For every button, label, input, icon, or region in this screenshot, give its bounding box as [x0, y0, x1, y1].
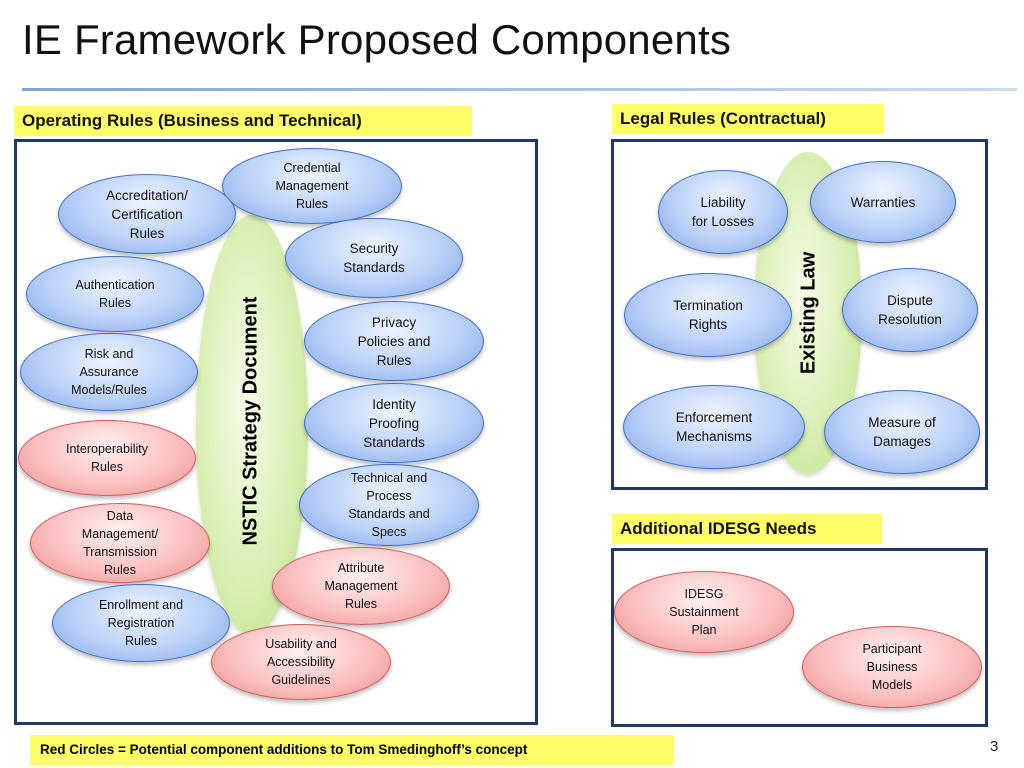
participant-business-models-ellipse: Participant Business Models — [802, 626, 982, 708]
title-underline — [22, 88, 1017, 91]
dispute-resolution-ellipse: Dispute Resolution — [842, 268, 978, 352]
footnote-legend: Red Circles = Potential component additi… — [30, 735, 674, 765]
operating-rules-header: Operating Rules (Business and Technical) — [14, 106, 472, 136]
page-number: 3 — [990, 738, 999, 755]
risk-assurance-ellipse: Risk and Assurance Models/Rules — [20, 333, 198, 411]
technical-process-standards-ellipse: Technical and Process Standards and Spec… — [299, 464, 479, 546]
enrollment-registration-ellipse: Enrollment and Registration Rules — [52, 584, 230, 662]
liability-for-losses-ellipse: Liability for Losses — [658, 170, 788, 254]
existing-law-label: Existing Law — [797, 251, 820, 375]
interoperability-rules-ellipse: Interoperability Rules — [18, 420, 196, 496]
privacy-policies-ellipse: Privacy Policies and Rules — [304, 301, 484, 381]
nstic-strategy-label: NSTIC Strategy Document — [239, 296, 262, 546]
identity-proofing-ellipse: Identity Proofing Standards — [304, 383, 484, 463]
slide-title: IE Framework Proposed Components — [22, 16, 732, 63]
authentication-rules-ellipse: Authentication Rules — [26, 256, 204, 332]
credential-management-ellipse: Credential Management Rules — [222, 148, 402, 224]
legal-rules-header: Legal Rules (Contractual) — [612, 104, 884, 134]
additional-needs-header: Additional IDESG Needs — [612, 514, 882, 544]
termination-rights-ellipse: Termination Rights — [624, 273, 792, 357]
usability-accessibility-ellipse: Usability and Accessibility Guidelines — [211, 624, 391, 700]
data-management-ellipse: Data Management/ Transmission Rules — [30, 503, 210, 583]
idesg-sustainment-plan-ellipse: IDESG Sustainment Plan — [614, 571, 794, 653]
attribute-management-ellipse: Attribute Management Rules — [272, 547, 450, 625]
warranties-ellipse: Warranties — [810, 161, 956, 243]
security-standards-ellipse: Security Standards — [285, 218, 463, 298]
accreditation-certification-ellipse: Accreditation/ Certification Rules — [58, 174, 236, 254]
measure-of-damages-ellipse: Measure of Damages — [824, 390, 980, 474]
enforcement-mechanisms-ellipse: Enforcement Mechanisms — [623, 385, 805, 469]
